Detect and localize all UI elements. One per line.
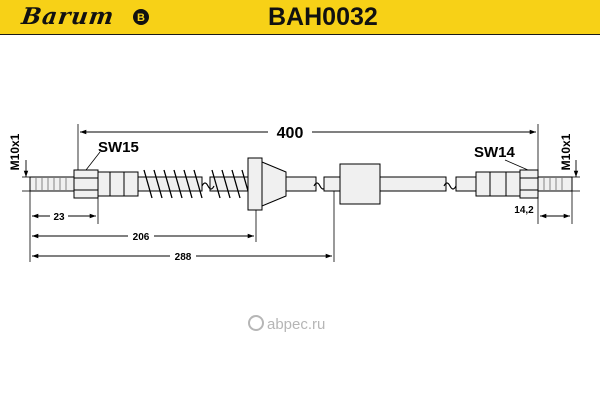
hose-segment-3 [285,176,317,192]
brand-badge-icon: B [133,9,149,25]
dim-collar: 288 [175,252,192,263]
brand-name: Barum [19,3,117,30]
dim-right-fitting: 14,2 [514,205,534,216]
hose-segment-6 [455,176,477,192]
technical-drawing: 400 SW15 SW14 M10x1 M10x1 23 206 288 14,… [8,122,580,263]
part-number: BAH0032 [268,3,378,31]
watermark-icon [248,315,264,331]
right-thread-lines [543,178,563,190]
break-mark-right [443,182,457,190]
left-hex-nut [73,169,99,199]
break-mark-left [201,182,215,190]
right-hex-nut [519,169,539,199]
extension-lines [22,124,580,262]
brand-logo: Barum B [4,3,154,31]
left-thread-lines [35,178,67,190]
spring-guard [143,169,251,199]
hose-sleeve [339,163,381,205]
dim-spring-end: 206 [133,232,150,243]
hose-segment-5 [379,176,447,192]
watermark-text: abpec.ru [267,316,326,333]
right-thread-spec: M10x1 [559,133,573,170]
right-thread-tip [537,176,573,192]
mounting-collar [247,157,263,211]
dim-left-fitting: 23 [53,212,65,223]
right-wrench-size: SW14 [474,144,516,161]
header-bar: Barum B BAH0032 [0,0,600,35]
mounting-cone [261,161,287,207]
dim-total-length: 400 [277,125,304,142]
watermark: abpec.ru [248,312,348,338]
right-crimp-sleeve [475,171,521,197]
left-wrench-size: SW15 [98,139,139,156]
left-thread-tip [29,176,75,192]
left-thread-spec: M10x1 [8,133,22,170]
hose-segment-4 [323,176,341,192]
brand-badge-letter: B [137,12,145,24]
left-crimp-sleeve [97,171,139,197]
brake-hose [29,157,573,211]
